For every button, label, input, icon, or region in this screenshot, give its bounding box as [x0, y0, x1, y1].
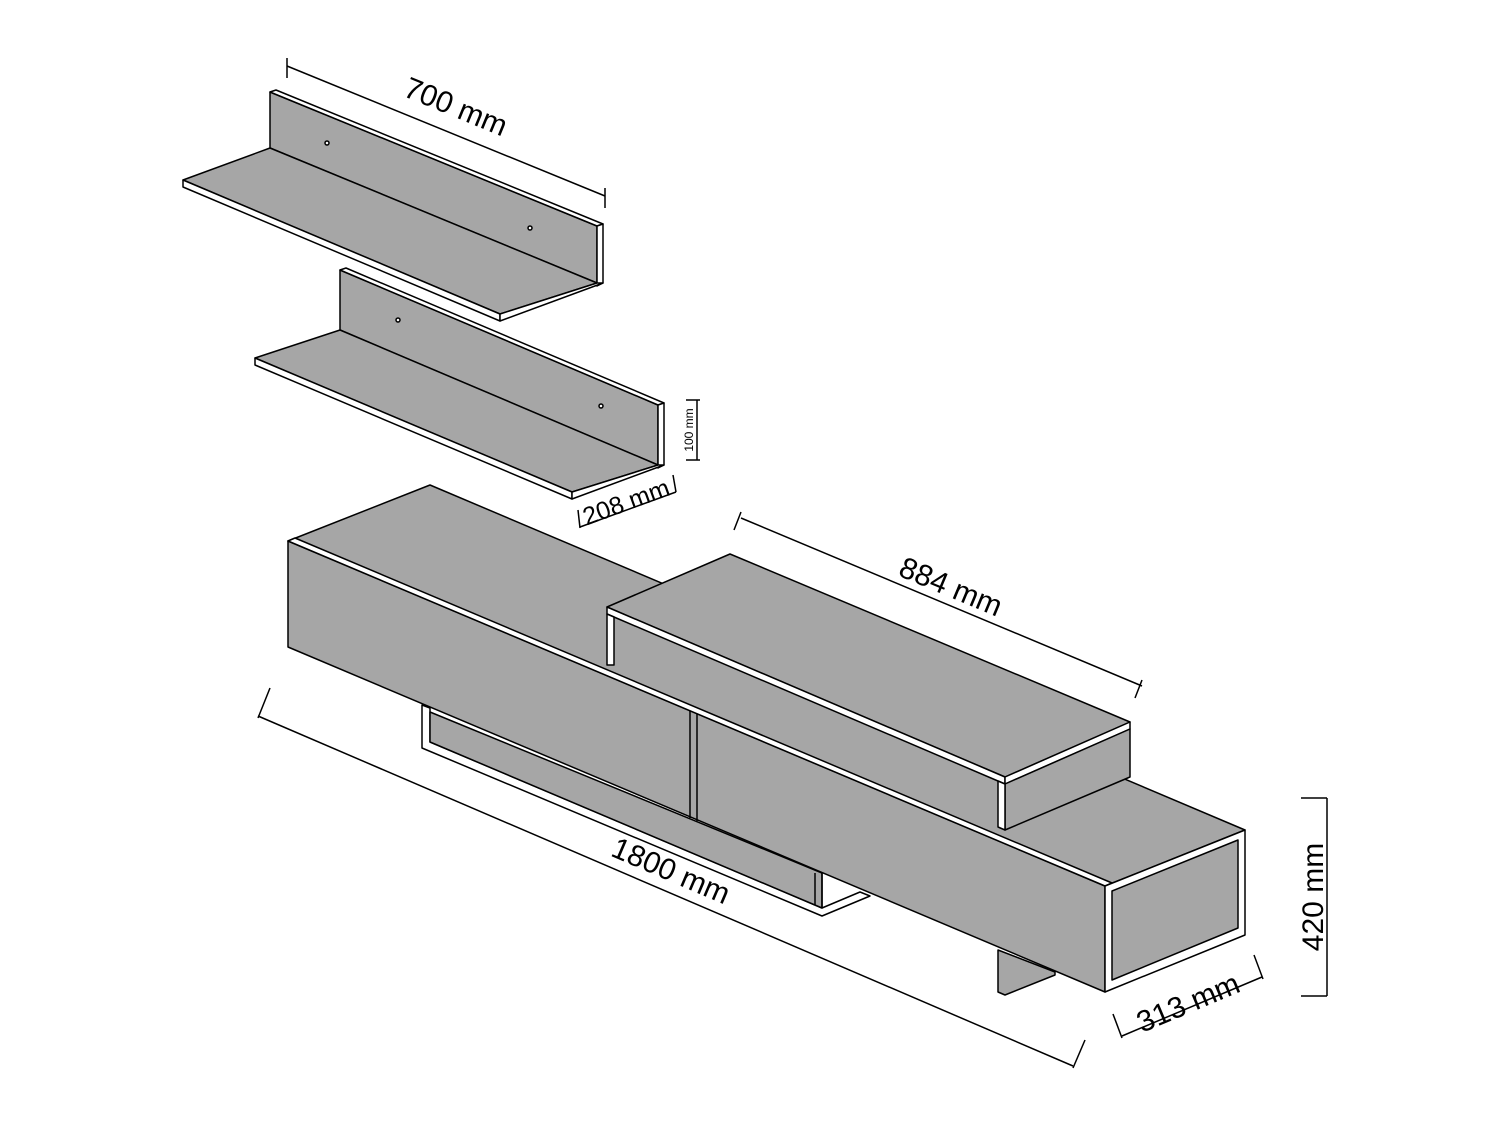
label-top-unit-width: 884 mm: [894, 551, 1007, 623]
tv-unit: [287, 484, 1246, 996]
upper-shelf-side-edge: [499, 282, 604, 322]
mounting-hole-icon: [598, 403, 604, 409]
dim-line-shelf-width: [286, 65, 606, 197]
tv-unit-right-compartment-inner: [1111, 839, 1239, 981]
dimension-lines: [257, 58, 1328, 1069]
upper-shelf-back-side-edge: [596, 223, 604, 287]
label-unit-depth: 313 mm: [1132, 967, 1245, 1039]
mounting-hole-icon: [324, 140, 330, 146]
label-unit-height: 420 mm: [1297, 843, 1330, 951]
dim-line-unit-length: [257, 715, 1074, 1067]
top-unit-right-leg: [997, 780, 1006, 831]
lower-wall-shelf: [254, 267, 665, 500]
label-shelf-height: 100 mm: [682, 408, 696, 451]
top-unit-left-leg: [606, 613, 615, 666]
tv-unit-leg: [997, 949, 1056, 996]
dim-line-shelf-depth: [579, 491, 677, 528]
lower-shelf-side-edge: [571, 464, 665, 500]
upper-wall-shelf: [182, 89, 604, 322]
lower-shelf-back-side-edge: [657, 402, 665, 469]
dim-line-top-unit-width: [740, 517, 1143, 687]
mounting-hole-icon: [527, 225, 533, 231]
label-shelf-width: 700 mm: [399, 71, 512, 143]
mounting-hole-icon: [395, 317, 401, 323]
dim-line-unit-depth: [1121, 976, 1263, 1037]
